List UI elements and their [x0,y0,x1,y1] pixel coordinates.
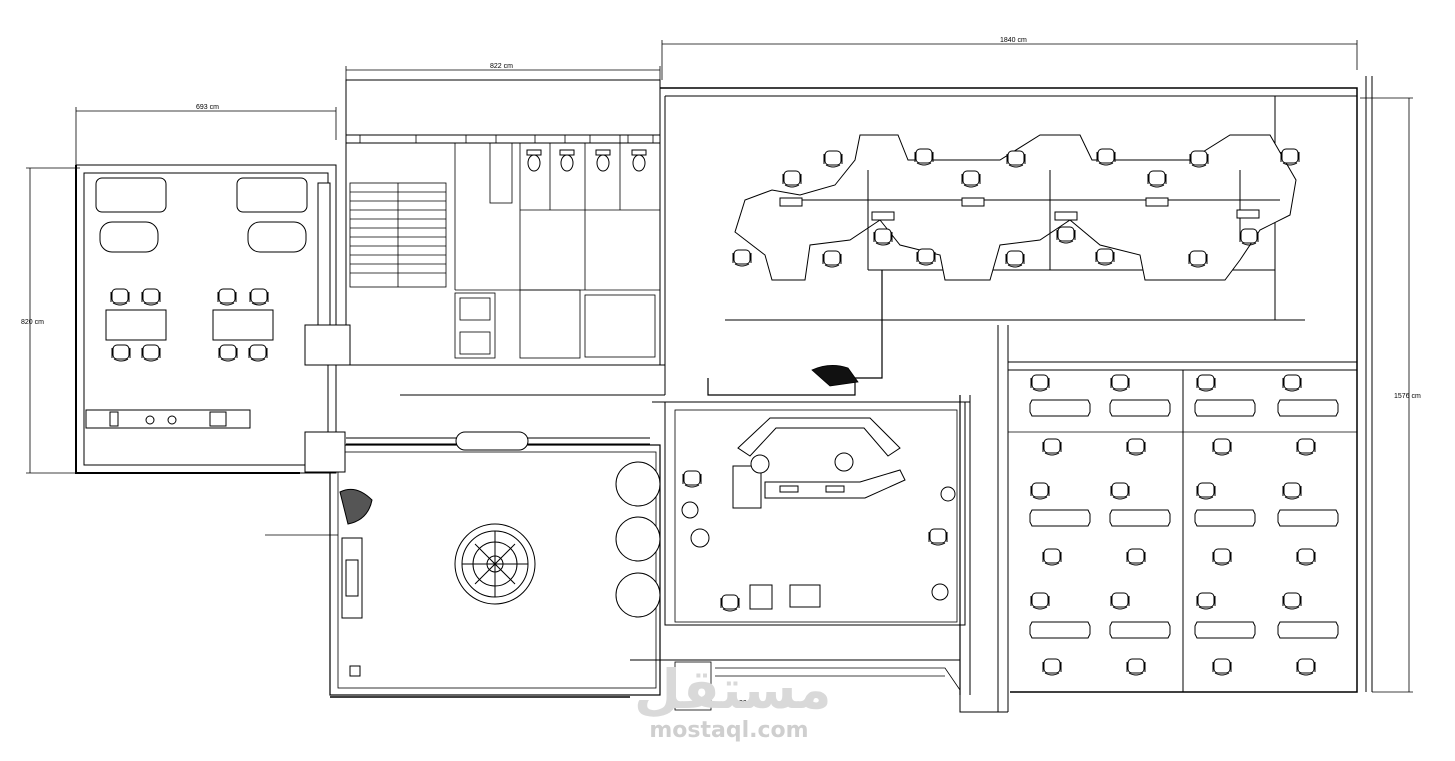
dim-top-total: 1840 cm [1000,37,1027,44]
walls [75,76,1373,713]
dim-right-depth: 1576 cm [1394,393,1421,400]
watermark-arabic: مستقل [634,658,834,721]
reception-furniture [681,417,956,610]
hall-furniture [339,431,661,677]
dim-lounge-width: 693 cm [196,104,219,111]
dimension-lines [26,40,1413,693]
dim-door-note: 30cm [739,700,756,707]
lounge-furniture [85,177,351,473]
stair-treads [350,191,446,274]
toilets [526,149,647,172]
dimension-labels: 1840 cm 822 cm 693 cm 820 cm 1576 cm 30c… [21,37,1421,707]
stairs-wc [349,134,660,359]
dim-stair-block: 822 cm [490,63,513,70]
dim-lounge-depth: 820 cm [21,319,44,326]
entry-corridor [674,365,961,711]
watermark-latin: mostaql.com [649,718,809,743]
